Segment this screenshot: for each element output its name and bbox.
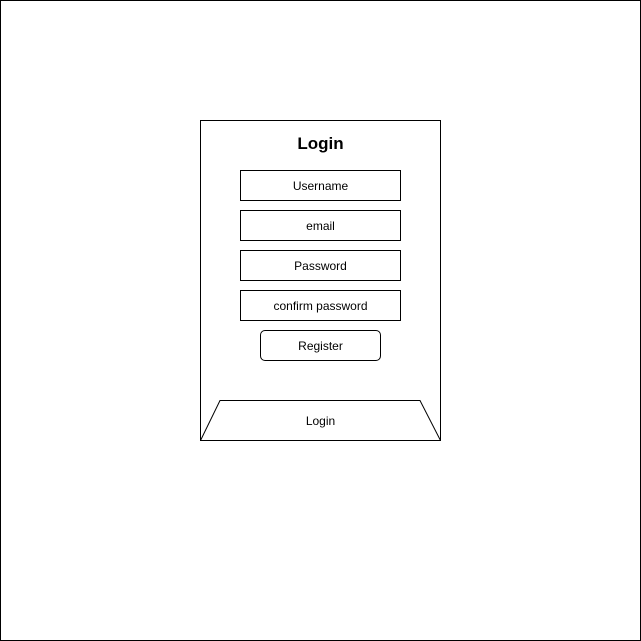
email-field[interactable] [240, 210, 401, 241]
form-title: Login [297, 134, 344, 153]
login-tab-label: Login [305, 413, 336, 428]
login-tab[interactable]: Login [200, 400, 441, 441]
confirm-password-field[interactable] [240, 290, 401, 321]
username-field[interactable] [240, 170, 401, 201]
login-tab-shape [200, 400, 441, 441]
email-input[interactable] [241, 218, 400, 233]
confirm-password-input[interactable] [241, 298, 400, 313]
password-field[interactable] [240, 250, 401, 281]
username-input[interactable] [241, 178, 400, 193]
password-input[interactable] [241, 258, 400, 273]
register-button[interactable]: Register [260, 330, 381, 361]
